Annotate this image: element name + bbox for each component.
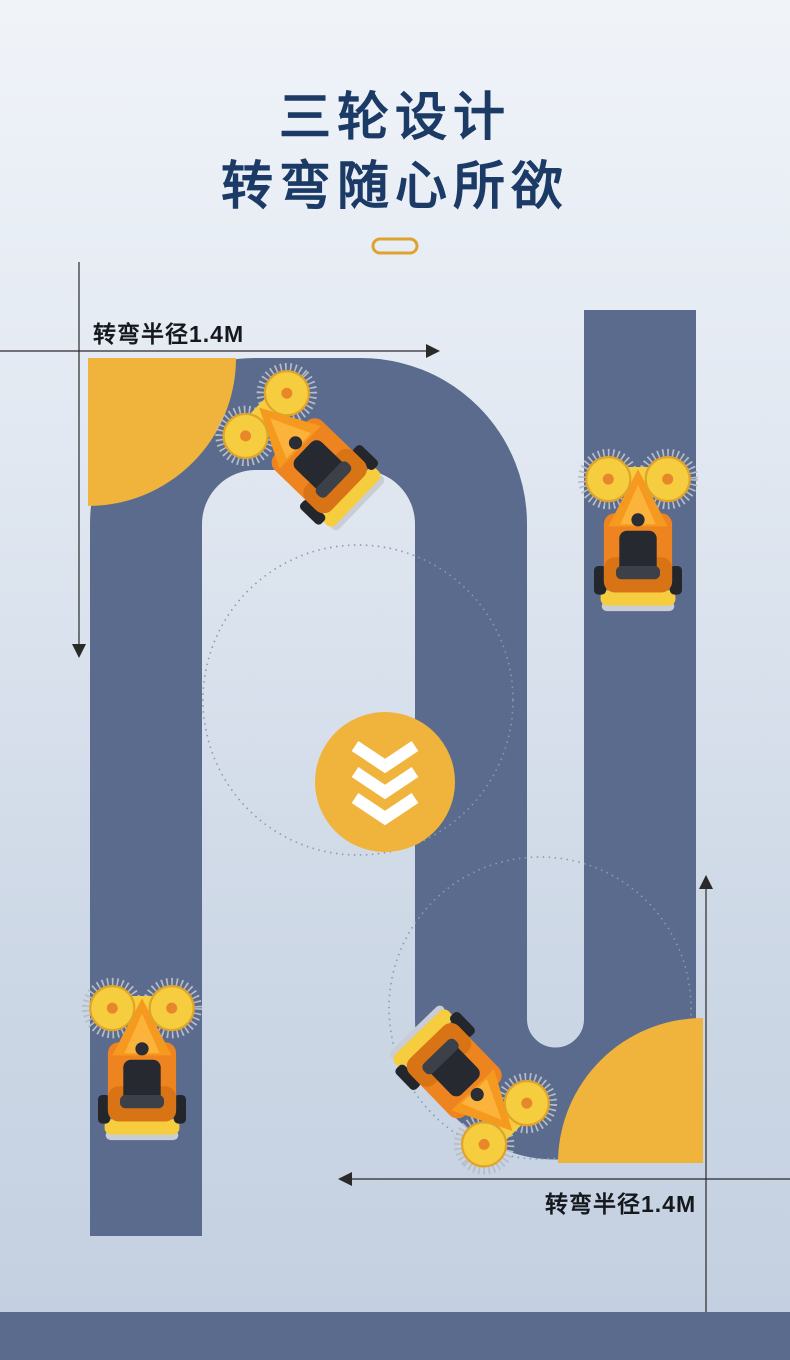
direction-circle xyxy=(315,712,455,852)
chevron-down-icon xyxy=(351,741,419,774)
triple-chevron-down-icon xyxy=(351,741,419,826)
arrow-right-icon xyxy=(426,344,440,358)
title-divider-capsule xyxy=(371,237,419,255)
page-title: 三轮设计 转弯随心所欲 xyxy=(0,84,790,221)
radius-label-bottom: 转弯半径1.4M xyxy=(545,1191,696,1217)
arrow-down-icon xyxy=(72,644,86,658)
page-title-line1: 三轮设计 xyxy=(278,89,511,147)
radius-annotation-top: 转弯半径1.4M xyxy=(0,262,440,658)
turning-circle-bottom xyxy=(388,856,692,1160)
arrow-left-icon xyxy=(338,1172,352,1186)
radius-annotation-bottom: 转弯半径1.4M xyxy=(338,875,790,1312)
footer-bar xyxy=(0,1312,790,1360)
chevron-down-icon xyxy=(351,793,419,826)
direction-indicator xyxy=(315,712,455,852)
turning-circle-top xyxy=(202,544,514,856)
arrow-up-icon xyxy=(699,875,713,889)
radius-disc-top-left xyxy=(88,358,236,506)
radius-label-top: 转弯半径1.4M xyxy=(93,321,244,347)
chevron-down-icon xyxy=(351,767,419,800)
page-title-line2: 转弯随心所欲 xyxy=(220,157,569,216)
radius-disc-bottom-right xyxy=(558,1018,703,1163)
